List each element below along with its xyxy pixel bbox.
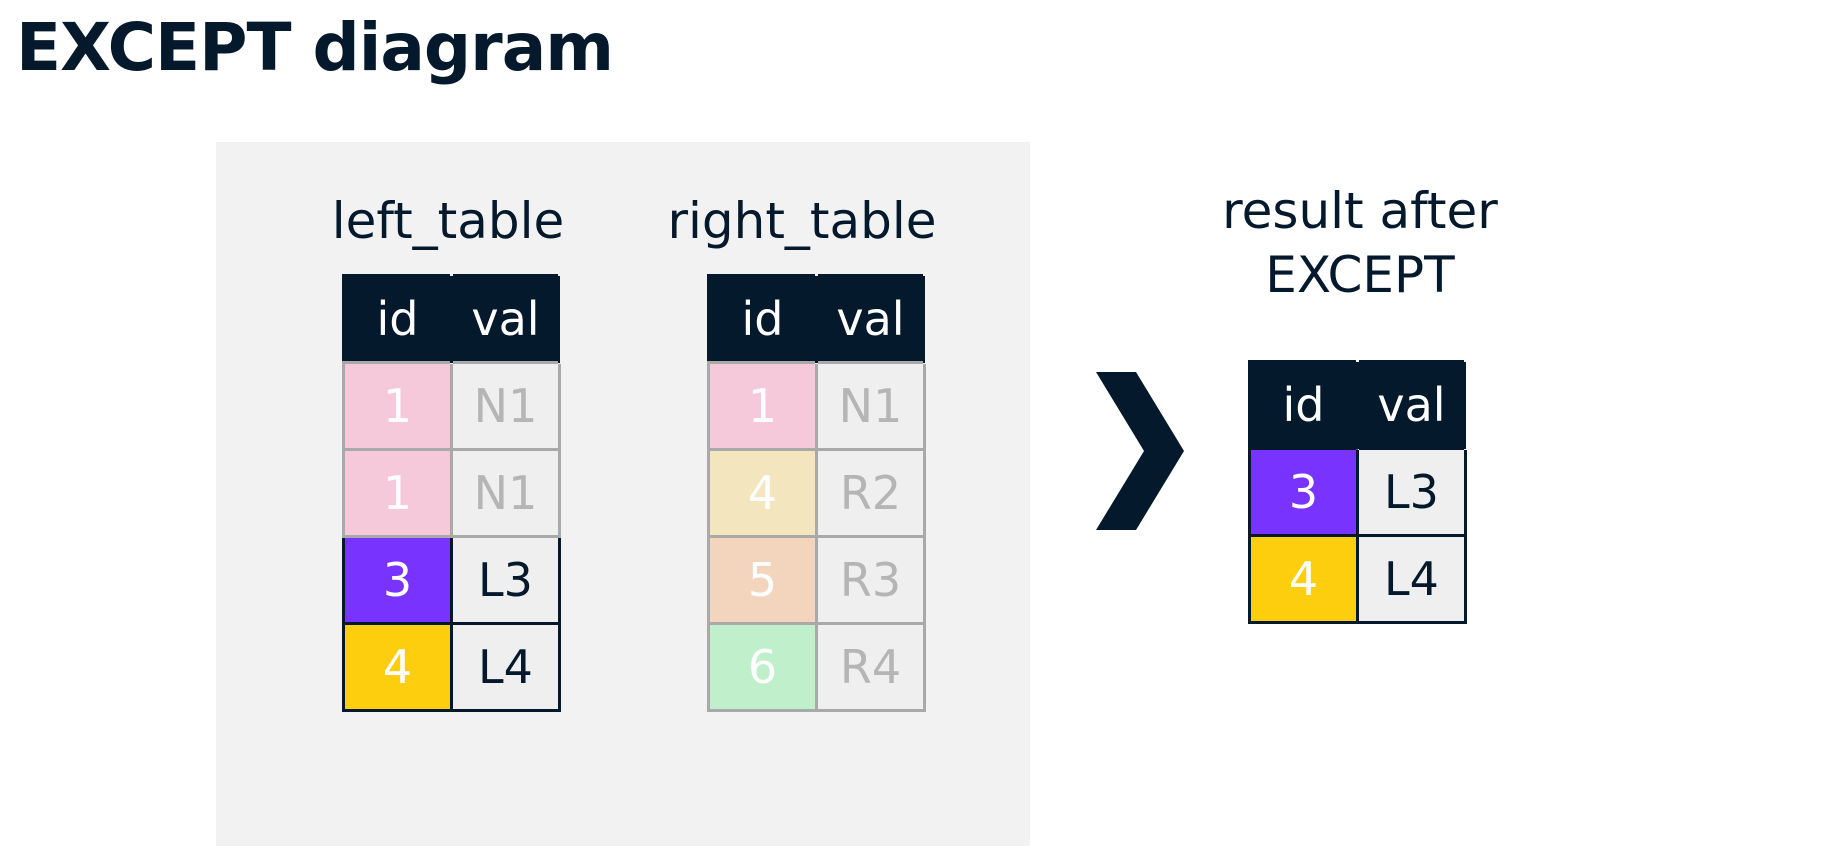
- left-table-val-cell: N1: [450, 361, 561, 451]
- right-table-header-row: id val: [707, 274, 925, 364]
- left-table-id-cell: 3: [342, 535, 453, 625]
- left-table-val-cell: N1: [450, 448, 561, 538]
- left-table-id-cell: 1: [342, 448, 453, 538]
- chevron-right-icon: [1096, 372, 1184, 530]
- right-table-id-cell: 6: [707, 622, 818, 712]
- result-table-val-cell: L3: [1356, 447, 1467, 537]
- right-table-header-id: id: [707, 274, 817, 364]
- result-table-header-val: val: [1356, 360, 1466, 450]
- result-table-row: 4 L4: [1248, 534, 1467, 624]
- left-table-val-cell: L3: [450, 535, 561, 625]
- right-table-row: 5 R3: [707, 535, 926, 625]
- right-table-row: 4 R2: [707, 448, 926, 538]
- left-table-row: 1 N1: [342, 448, 561, 538]
- right-table-id-cell: 4: [707, 448, 818, 538]
- right-table-row: 1 N1: [707, 361, 926, 451]
- result-table-header-id: id: [1248, 360, 1358, 450]
- result-table-caption-line2: EXCEPT: [1265, 246, 1455, 304]
- result-table-id-cell: 4: [1248, 534, 1359, 624]
- left-table-row: 4 L4: [342, 622, 561, 712]
- left-table-header-id: id: [342, 274, 452, 364]
- left-table-header-val: val: [450, 274, 560, 364]
- left-table-row: 3 L3: [342, 535, 561, 625]
- left-table-val-cell: L4: [450, 622, 561, 712]
- right-table-val-cell: N1: [815, 361, 926, 451]
- right-table-val-cell: R4: [815, 622, 926, 712]
- result-table-id-cell: 3: [1248, 447, 1359, 537]
- result-table: id val 3 L3 4 L4: [1248, 360, 1467, 624]
- right-table-id-cell: 5: [707, 535, 818, 625]
- left-table: id val 1 N1 1 N1 3 L3 4 L4: [342, 274, 561, 712]
- result-table-header-row: id val: [1248, 360, 1466, 450]
- left-table-id-cell: 4: [342, 622, 453, 712]
- right-table-val-cell: R3: [815, 535, 926, 625]
- right-table-caption: right_table: [667, 192, 937, 250]
- left-table-header-row: id val: [342, 274, 560, 364]
- right-table-header-val: val: [815, 274, 925, 364]
- right-table-id-cell: 1: [707, 361, 818, 451]
- result-table-caption-line1: result after: [1222, 182, 1498, 240]
- left-table-caption: left_table: [331, 192, 565, 250]
- left-table-id-cell: 1: [342, 361, 453, 451]
- left-table-row: 1 N1: [342, 361, 561, 451]
- right-table-val-cell: R2: [815, 448, 926, 538]
- right-table: id val 1 N1 4 R2 5 R3 6 R4: [707, 274, 926, 712]
- right-table-row: 6 R4: [707, 622, 926, 712]
- page-title: EXCEPT diagram: [16, 9, 614, 86]
- result-table-row: 3 L3: [1248, 447, 1467, 537]
- result-table-val-cell: L4: [1356, 534, 1467, 624]
